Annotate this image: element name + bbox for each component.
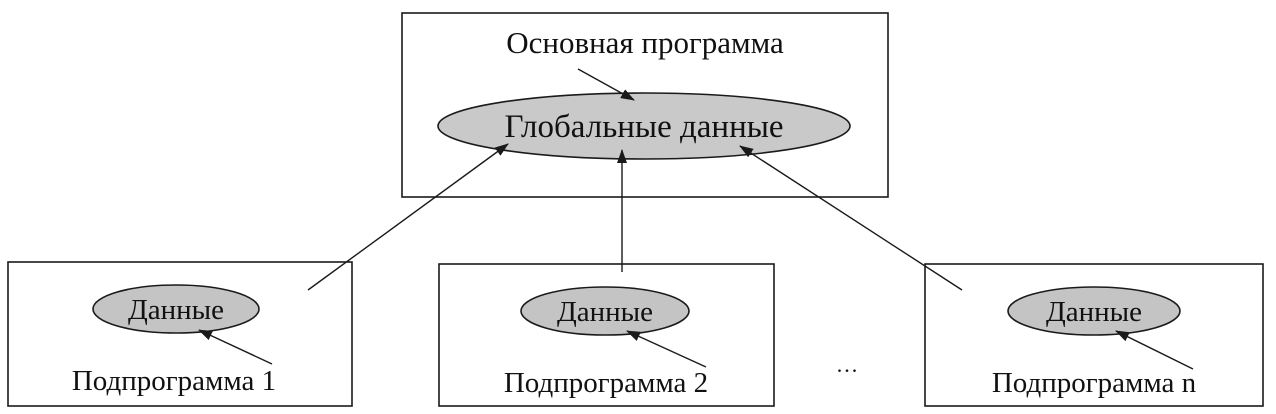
subprogram-1-local-arrow	[198, 329, 273, 365]
main-to-global-arrow	[577, 68, 635, 101]
main-program-title: Основная программа	[506, 25, 784, 60]
subprogram-2-box: Данные Подпрограмма 2	[438, 263, 775, 407]
main-program-box: Основная программа Глобальные данные	[401, 12, 889, 198]
subprogram-1-label: Подпрограмма 1	[72, 365, 276, 397]
subprogram-2-local-arrow	[626, 330, 707, 368]
subprogram-n-box: Данные Подпрограмма n	[924, 263, 1264, 407]
subprogram-2-data-label: Данные	[557, 296, 653, 328]
subprogram-n-local-arrow	[1115, 330, 1194, 370]
subprogram-n-data-node: Данные	[1007, 286, 1181, 336]
global-data-label: Глобальные данные	[504, 109, 783, 145]
subprogram-1-data-node: Данные	[92, 284, 260, 334]
subprogram-n-data-label: Данные	[1046, 296, 1142, 328]
subprogram-2-data-node: Данные	[520, 286, 690, 336]
more-subprograms-ellipsis: ...	[837, 352, 860, 377]
subprogram-n-to-global-arrow	[739, 145, 963, 291]
subprogram-1-data-label: Данные	[128, 294, 224, 326]
subprogram-1-to-global-arrow	[307, 143, 509, 291]
subprogram-2-label: Подпрограмма 2	[504, 367, 708, 399]
subprogram-n-label: Подпрограмма n	[992, 367, 1197, 399]
subprogram-1-box: Данные Подпрограмма 1	[7, 261, 353, 407]
global-data-node: Глобальные данные	[437, 92, 851, 160]
